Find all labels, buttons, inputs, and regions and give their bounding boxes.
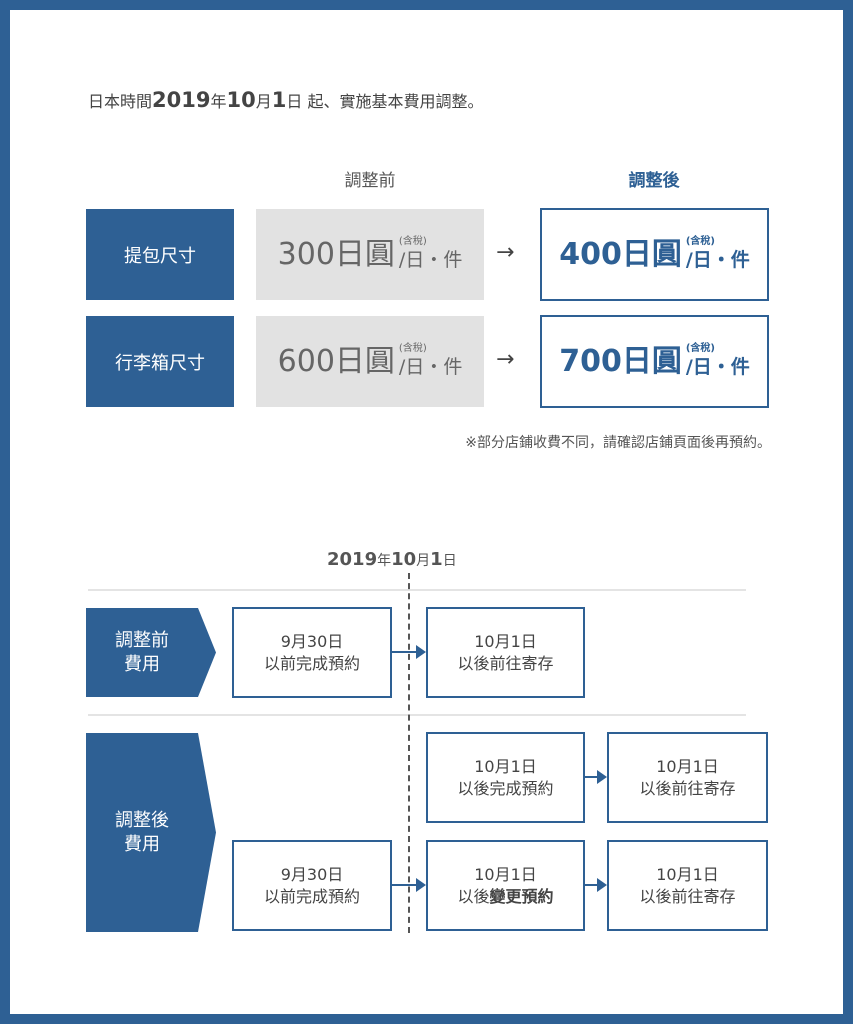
before-fee-line1: 調整前 xyxy=(115,629,169,651)
old-price-suitcase-amount: 600日圓 xyxy=(277,343,395,379)
timeline-divider-middle xyxy=(88,714,746,716)
right-arrow-icon: → xyxy=(496,240,515,265)
box-text: 以後前往寄存 xyxy=(639,778,736,798)
headline-day: 1 xyxy=(271,88,287,112)
tax-note: (含稅) xyxy=(685,342,715,354)
after-fee-line1: 調整後 xyxy=(115,809,169,831)
flow-arrow-icon xyxy=(392,878,426,892)
box-text: 以後變更預約 xyxy=(457,886,553,908)
row-label-bag: 提包尺寸 xyxy=(86,209,234,300)
before-fee-label: 調整前 費用 xyxy=(86,608,216,697)
box-after-booked-from-oct1: 10月1日 以後完成預約 xyxy=(426,732,585,823)
before-column-header: 調整前 xyxy=(344,171,396,191)
box-text: 以前完成預約 xyxy=(263,653,360,673)
timeline-month: 10 xyxy=(391,549,417,570)
after-fee-shape xyxy=(86,733,216,932)
new-price-suitcase: 700日圓 (含稅)/日・件 xyxy=(540,315,769,408)
old-price-bag: 300日圓 (含稅)/日・件 xyxy=(256,209,484,300)
after-fee-line2: 費用 xyxy=(124,833,160,855)
box-text: 以後完成預約 xyxy=(457,778,554,798)
headline-month: 10 xyxy=(226,88,256,112)
flow-arrow-icon xyxy=(585,770,607,784)
box-date: 9月30日 xyxy=(280,864,344,884)
tax-note: (含稅) xyxy=(685,235,715,247)
price-unit: /日・件 xyxy=(398,248,463,271)
box-date: 10月1日 xyxy=(656,756,719,776)
headline-suffix: 起、實施基本費用調整。 xyxy=(302,92,484,111)
store-price-note: ※部分店鋪收費不同，請確認店鋪頁面後再預約。 xyxy=(465,435,771,451)
after-fee-label: 調整後 費用 xyxy=(86,733,216,932)
headline-year: 2019 xyxy=(152,88,211,112)
box-date: 9月30日 xyxy=(280,631,344,651)
before-fee-shape xyxy=(86,608,216,697)
before-fee-line2: 費用 xyxy=(124,653,160,675)
new-price-suitcase-amount: 700日圓 xyxy=(559,343,682,379)
new-price-bag: 400日圓 (含稅)/日・件 xyxy=(540,208,769,301)
box-text-prefix: 以後 xyxy=(457,886,490,906)
headline-year-unit: 年 xyxy=(210,92,227,111)
timeline-day: 1 xyxy=(430,549,443,570)
timeline-date: 2019年10月1日 xyxy=(327,549,457,570)
price-unit: /日・件 xyxy=(398,355,463,378)
box-after-storage-from-oct1-2: 10月1日 以後前往寄存 xyxy=(607,840,768,931)
timeline-year-unit: 年 xyxy=(377,553,392,569)
right-arrow-icon: → xyxy=(496,347,515,372)
flow-arrow-icon xyxy=(392,645,426,659)
box-before-booked-by-sep30: 9月30日 以前完成預約 xyxy=(232,607,392,698)
after-column-header: 調整後 xyxy=(628,171,680,191)
headline: 日本時間2019年10月1日 起、實施基本費用調整。 xyxy=(88,88,483,112)
box-date: 10月1日 xyxy=(474,631,537,651)
new-price-bag-amount: 400日圓 xyxy=(559,236,682,272)
headline-day-unit: 日 xyxy=(286,92,303,111)
date-marker-line xyxy=(408,573,410,933)
box-text: 以前完成預約 xyxy=(263,886,360,906)
timeline-month-unit: 月 xyxy=(416,553,431,569)
box-text: 以後前往寄存 xyxy=(639,886,736,906)
box-after-booked-by-sep30: 9月30日 以前完成預約 xyxy=(232,840,392,931)
box-date: 10月1日 xyxy=(656,864,719,884)
old-price-bag-amount: 300日圓 xyxy=(277,236,395,272)
headline-month-unit: 月 xyxy=(255,92,272,111)
old-price-suitcase: 600日圓 (含稅)/日・件 xyxy=(256,316,484,407)
box-after-changed-from-oct1: 10月1日 以後變更預約 xyxy=(426,840,585,931)
timeline-divider-top xyxy=(88,589,746,591)
price-unit: /日・件 xyxy=(685,355,750,378)
timeline-year: 2019 xyxy=(327,549,378,570)
box-date: 10月1日 xyxy=(474,864,537,884)
box-before-storage-from-oct1: 10月1日 以後前往寄存 xyxy=(426,607,585,698)
timeline-day-unit: 日 xyxy=(442,553,457,569)
box-text-bold: 變更預約 xyxy=(489,886,554,906)
price-unit: /日・件 xyxy=(685,248,750,271)
box-text: 以後前往寄存 xyxy=(457,653,554,673)
flow-arrow-icon xyxy=(585,878,607,892)
box-after-storage-from-oct1: 10月1日 以後前往寄存 xyxy=(607,732,768,823)
tax-note: (含稅) xyxy=(398,342,427,354)
tax-note: (含稅) xyxy=(398,235,427,247)
headline-prefix: 日本時間 xyxy=(88,92,153,111)
box-date: 10月1日 xyxy=(474,756,537,776)
row-label-suitcase: 行李箱尺寸 xyxy=(86,316,234,407)
